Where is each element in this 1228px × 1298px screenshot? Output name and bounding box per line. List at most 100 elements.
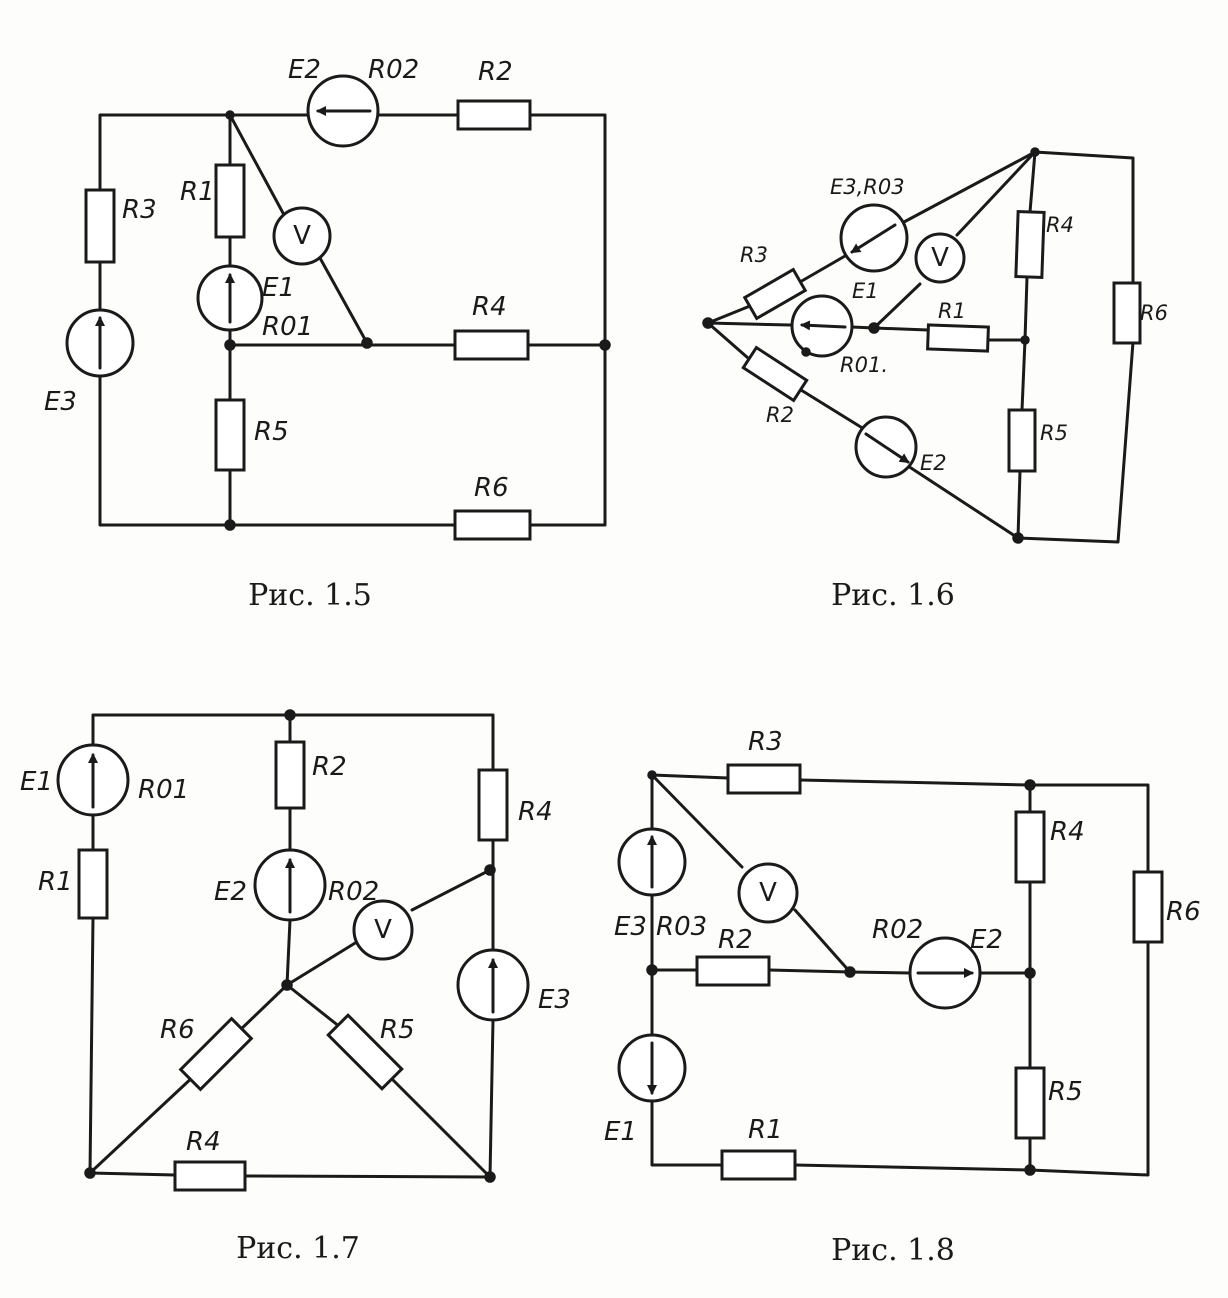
label-r5: R5: [380, 1015, 415, 1045]
label-r01: R01.: [840, 353, 888, 377]
node: [868, 322, 880, 334]
resistor-r4-top: [477, 768, 509, 842]
voltmeter: [737, 862, 799, 924]
label-r6: R6: [1140, 301, 1168, 325]
figure-1-5: V E2 R02 R2 R3 R1 E1 R01 R4 E3 R5 R6 Рис…: [44, 55, 611, 613]
node: [1030, 147, 1040, 157]
label-r1: R1: [748, 1115, 783, 1145]
resistor-r3: [726, 763, 802, 795]
resistor-r3: [84, 188, 116, 264]
label-r3: R3: [748, 727, 783, 757]
caption-fig-1-6: Рис. 1.6: [831, 578, 955, 613]
resistor-r2: [741, 345, 809, 403]
resistor-r4: [1014, 810, 1046, 884]
label-e2: E2: [970, 925, 1003, 955]
voltmeter-label: V: [374, 915, 392, 945]
wire: [88, 713, 492, 1179]
label-r1: R1: [938, 299, 966, 323]
label-r6: R6: [160, 1015, 195, 1045]
resistor-r4: [1014, 210, 1046, 279]
voltmeter-label: V: [759, 878, 777, 908]
label-e3: E3: [614, 912, 647, 942]
resistor-r2: [456, 99, 532, 131]
figure-1-7: V E1 R01 R1 R2 E2 R02 R4 E3 R6 R5 R4 Рис…: [20, 709, 571, 1266]
label-r4: R4: [472, 292, 507, 322]
node: [702, 317, 714, 329]
resistor-r1: [720, 1149, 797, 1181]
label-e2: E2: [214, 877, 247, 907]
node: [1024, 967, 1036, 979]
label-r4-bottom: R4: [186, 1127, 221, 1157]
label-e1: E1: [20, 767, 53, 797]
resistor-r5: [1007, 408, 1037, 473]
arrow-icon: [864, 432, 910, 464]
node: [647, 770, 657, 780]
label-r2: R2: [718, 925, 753, 955]
label-r2: R2: [766, 403, 794, 427]
label-r5: R5: [254, 417, 289, 447]
resistor-r3: [742, 267, 808, 321]
arrow-icon: [850, 223, 897, 254]
label-e2: E2: [920, 451, 947, 475]
resistor-r6: [453, 509, 532, 541]
resistor-r4: [453, 329, 530, 361]
arrow-icon: [800, 320, 847, 331]
label-e3: E3: [538, 985, 571, 1015]
node: [281, 979, 293, 991]
label-r5: R5: [1040, 421, 1068, 445]
node: [1020, 335, 1030, 345]
resistor-r1: [214, 163, 246, 239]
wire: [98, 113, 607, 527]
label-r4-top: R4: [518, 797, 553, 827]
node: [224, 339, 236, 351]
label-r02: R02: [368, 55, 419, 85]
node: [801, 347, 811, 357]
label-r2: R2: [478, 57, 513, 87]
resistor-r6: [178, 1016, 254, 1092]
node: [484, 864, 496, 876]
label-r4: R4: [1050, 817, 1085, 847]
node: [844, 966, 856, 978]
label-r01: R01: [138, 775, 189, 805]
label-r3: R3: [740, 243, 768, 267]
resistor-r1: [77, 848, 109, 920]
label-r01: R01: [262, 312, 313, 342]
label-e2: E2: [288, 55, 321, 85]
label-r4: R4: [1046, 213, 1074, 237]
caption-fig-1-5: Рис. 1.5: [248, 578, 372, 613]
label-e1: E1: [604, 1117, 637, 1147]
label-r1: R1: [38, 867, 73, 897]
label-r02: R02: [328, 877, 379, 907]
resistor-r4-bottom: [173, 1160, 247, 1192]
voltmeter-label: V: [293, 221, 311, 251]
node: [84, 1167, 96, 1179]
node: [599, 339, 611, 351]
node: [224, 519, 236, 531]
node: [1012, 532, 1024, 544]
label-r2: R2: [312, 752, 347, 782]
figure-1-8: V R3 R4 R6 E3 R03 R2 R02 E2 E1 R1 R5 Рис…: [604, 727, 1201, 1268]
label-r02: R02: [872, 915, 923, 945]
caption-fig-1-7: Рис. 1.7: [236, 1231, 360, 1266]
node: [1024, 1164, 1036, 1176]
node: [1024, 779, 1036, 791]
voltmeter: [914, 232, 966, 284]
resistor-r6: [1112, 281, 1142, 345]
voltmeter: [272, 206, 332, 266]
resistor-r5: [326, 1013, 404, 1091]
label-r03: R03: [656, 912, 707, 942]
resistor-r1: [926, 323, 990, 353]
label-r6: R6: [1166, 897, 1201, 927]
voltmeter: [352, 899, 414, 961]
resistor-r5: [1014, 1066, 1046, 1140]
resistor-r6: [1132, 870, 1164, 944]
voltmeter-label: V: [931, 243, 949, 273]
node: [225, 110, 235, 120]
label-e1: E1: [262, 273, 295, 303]
node: [284, 709, 296, 721]
node: [646, 964, 658, 976]
label-e3: E3: [44, 387, 77, 417]
label-e3-r03: E3,R03: [830, 175, 905, 199]
resistor-r5: [214, 398, 246, 472]
